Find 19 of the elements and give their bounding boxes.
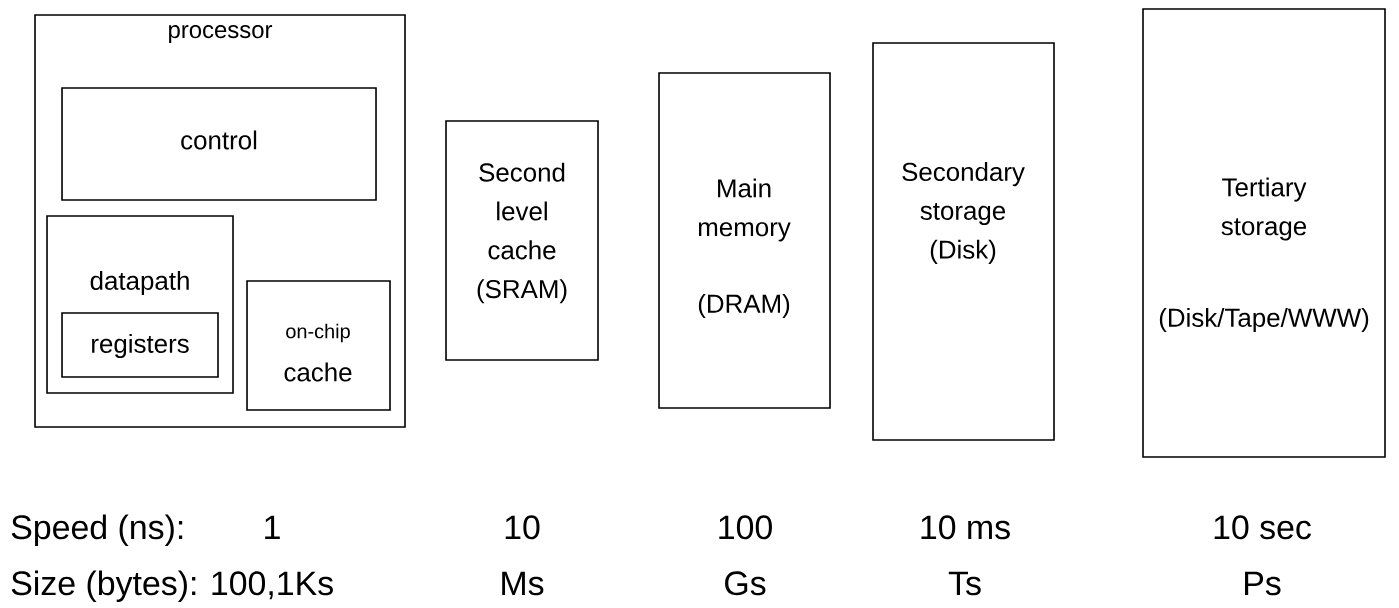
control-box: control (61, 87, 377, 201)
value-text: 10 sec (1214, 515, 1311, 540)
value-text: 100 (719, 515, 772, 540)
value-text: 1 (265, 515, 280, 539)
storage-box: Secondary storage (Disk) (872, 42, 1055, 441)
cache-box: Second level cache (SRAM) (445, 120, 599, 361)
register-box: registers (61, 312, 219, 378)
cache-box: on-chip cache (246, 280, 391, 411)
value-text: Ps (1245, 571, 1281, 596)
value-text: 10 (505, 515, 540, 540)
value-text: 100,1Ks (212, 571, 333, 600)
storage-box: Tertiary storage (Disk/Tape/WWW) (1142, 8, 1386, 458)
memory-box: Main memory (DRAM) (658, 72, 831, 409)
value-text: 10 ms (921, 515, 1010, 540)
row-heading: Speed (ns): (11, 514, 183, 546)
value-text: Gs (725, 571, 766, 596)
value-text: Ms (502, 571, 544, 596)
row-heading: Size (bytes): (11, 570, 196, 602)
value-text: Ts (948, 571, 981, 596)
